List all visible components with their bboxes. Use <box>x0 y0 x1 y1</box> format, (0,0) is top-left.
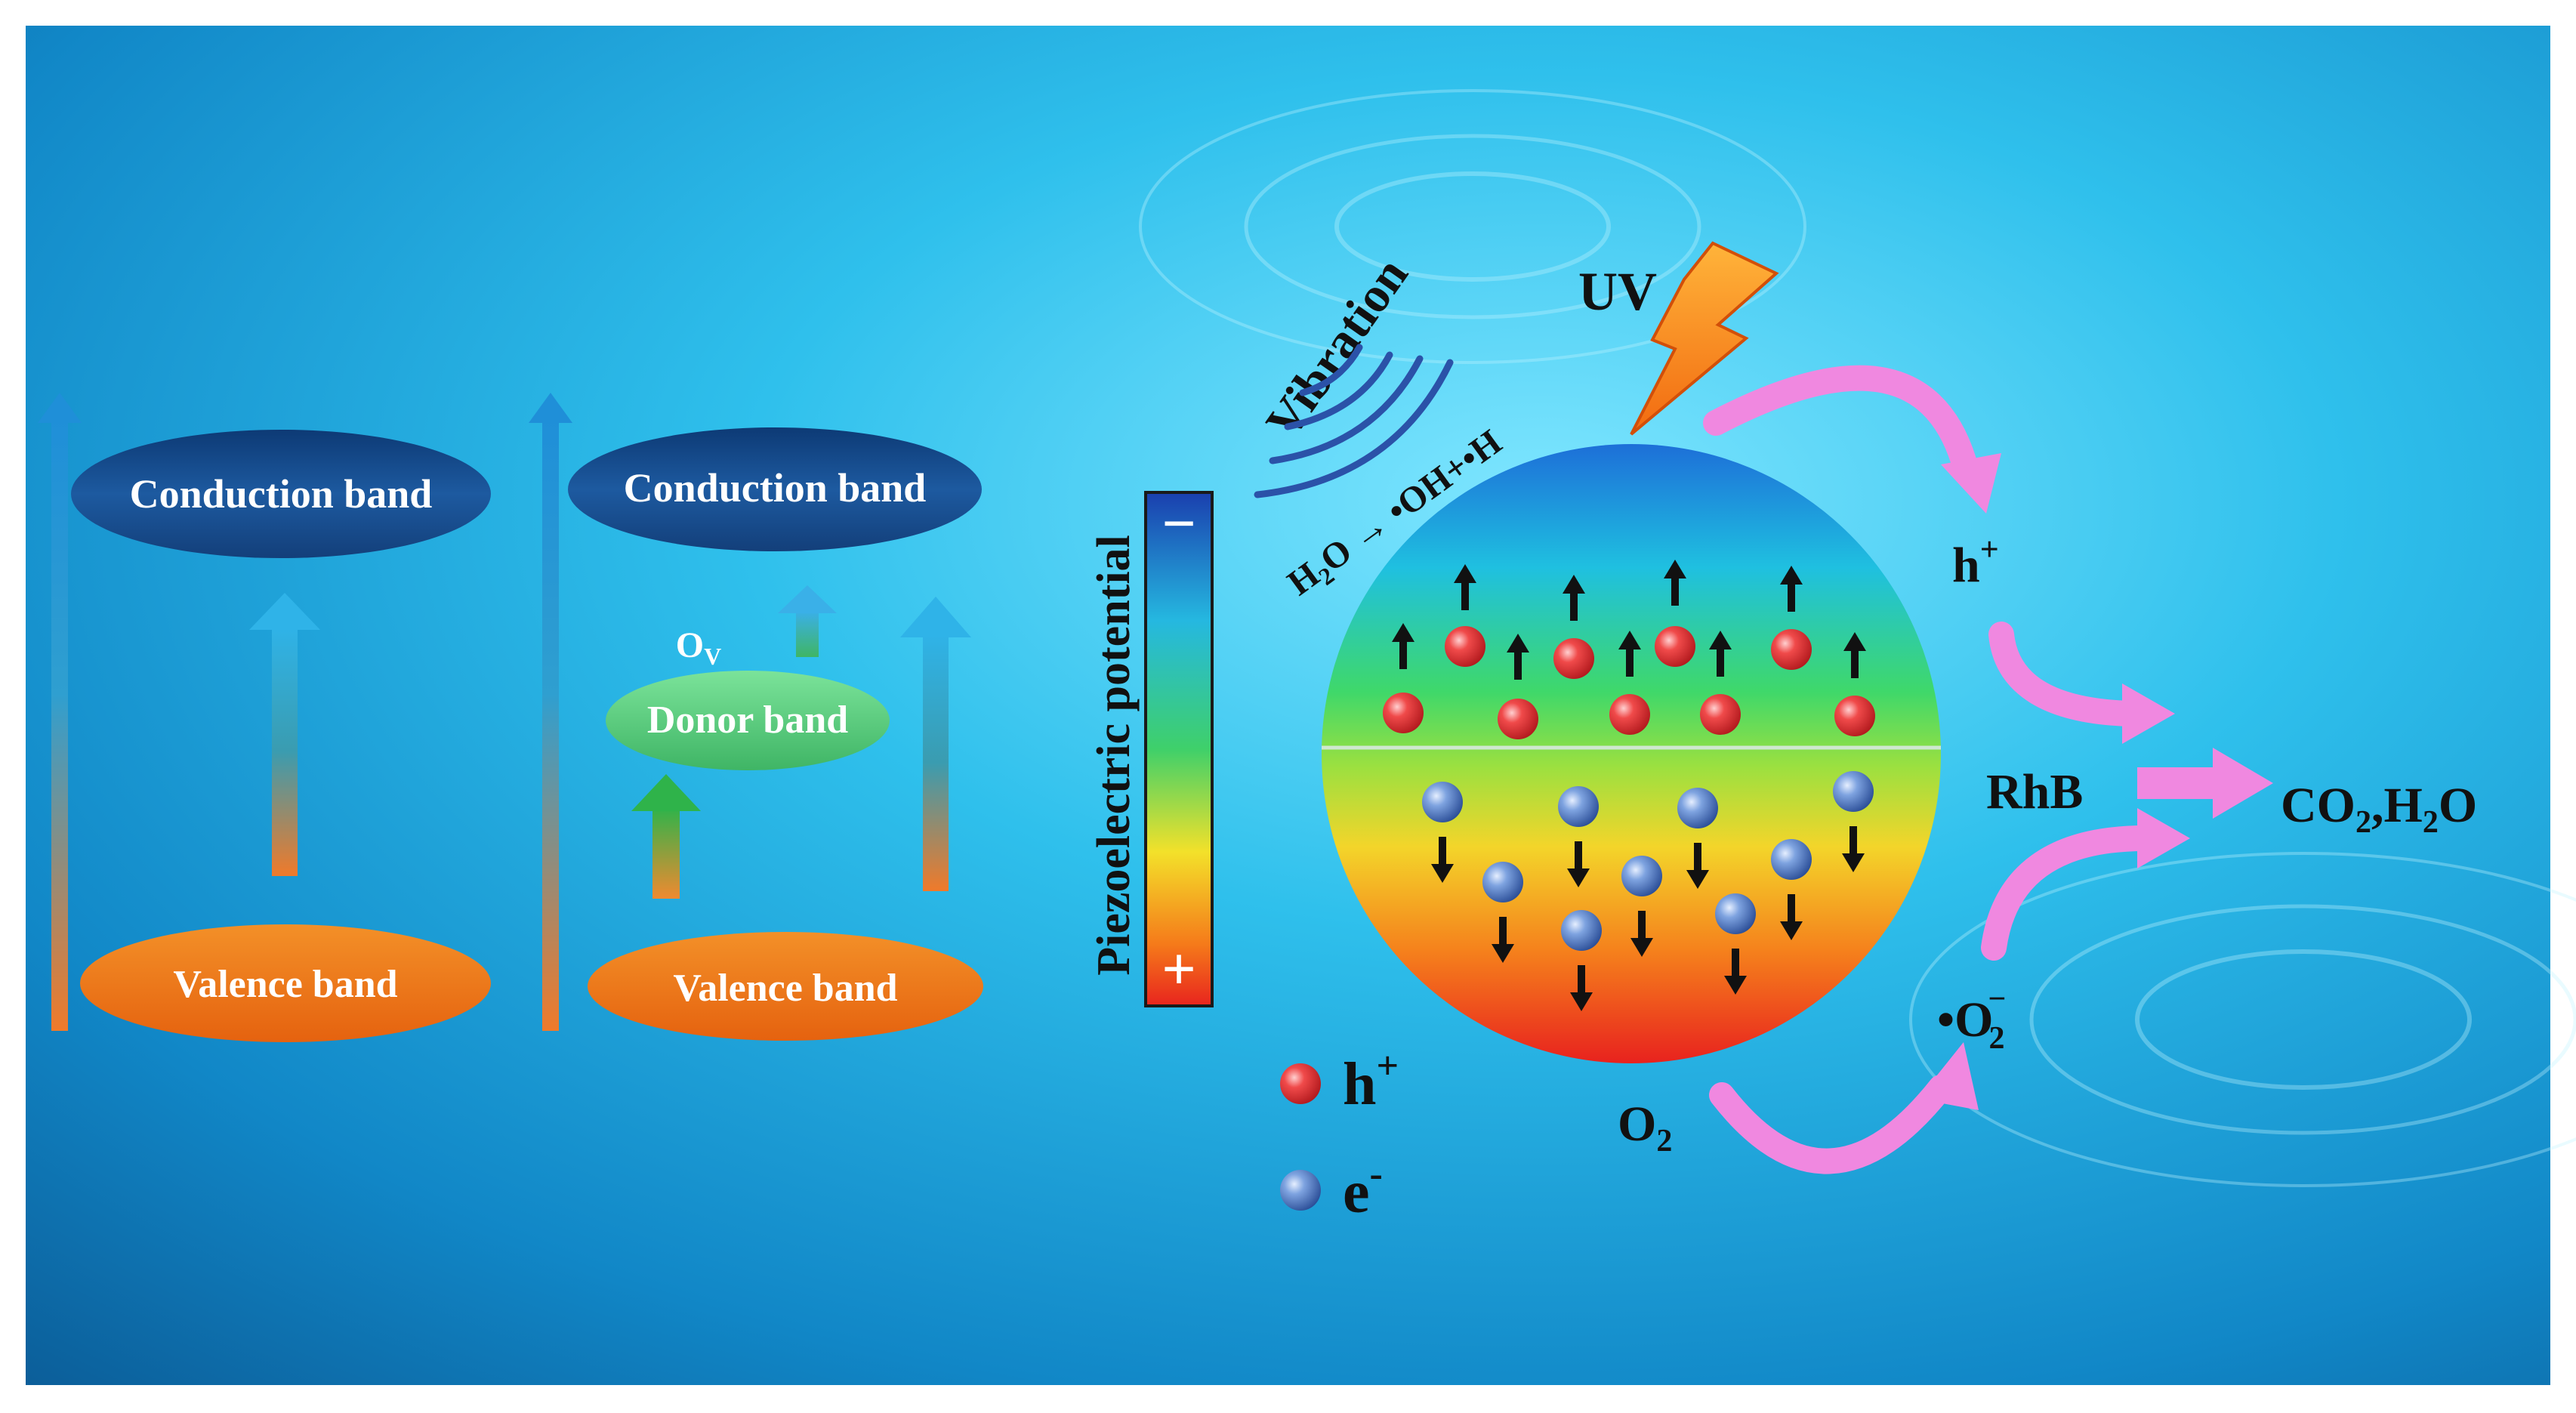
valence-band <box>588 932 983 1041</box>
vb-to-donor-arrow <box>631 774 701 899</box>
hole-particle <box>1771 629 1812 670</box>
conduction-band <box>568 427 982 551</box>
vb-to-cb-arrow <box>900 597 971 891</box>
superoxide-to-rhb-arrow <box>1981 825 2158 961</box>
down-arrow-icon <box>1567 841 1590 887</box>
uv-lightning-icon <box>1630 241 1779 436</box>
up-arrow-icon <box>1664 560 1686 606</box>
hole-particle <box>1609 694 1650 735</box>
electron-particle <box>1558 786 1599 827</box>
down-arrow-icon <box>1842 826 1865 872</box>
donor-band <box>606 671 890 770</box>
conduction-band <box>71 430 491 558</box>
o2-to-superoxide-arrow <box>1709 1075 1954 1174</box>
band-diagram-right: Conduction band OV Donor band Valence ba… <box>529 393 983 1041</box>
plus-sign: + <box>1162 936 1196 1003</box>
uv-to-hole-arrow <box>1703 365 1976 474</box>
uv-group: UV <box>1578 241 1779 436</box>
electrons-group <box>1422 771 1874 951</box>
arrowhead-icon <box>1941 453 2001 514</box>
conduction-band-label: Conduction band <box>130 471 433 517</box>
rhb-label: RhB <box>1986 764 2083 819</box>
down-arrow-icon <box>1431 837 1454 883</box>
up-arrow-icon <box>1392 623 1414 669</box>
piezo-potential-bar: Piezoelectric potential − + <box>1088 491 1214 1007</box>
legend-electron-label: e- <box>1343 1152 1383 1226</box>
donor-band-label: Donor band <box>647 699 848 742</box>
energy-axis-arrow <box>38 393 82 1031</box>
holes-group <box>1383 626 1875 739</box>
conduction-band-label: Conduction band <box>624 465 927 511</box>
electron-particle <box>1833 771 1874 812</box>
down-arrow-icon <box>1630 911 1653 957</box>
electron-drift-arrows <box>1431 826 1865 1011</box>
oxygen-vacancy-label: OV <box>676 625 721 670</box>
uv-label: UV <box>1578 261 1657 322</box>
up-arrow-icon <box>1618 631 1641 677</box>
excitation-arrow <box>249 593 320 876</box>
valence-band <box>80 924 491 1042</box>
electron-particle <box>1621 856 1662 896</box>
hole-particle <box>1655 626 1695 667</box>
hole-to-rhb-arrow <box>1988 622 2143 727</box>
piezo-gradient-bar <box>1144 491 1214 1007</box>
electron-particle <box>1561 910 1602 951</box>
up-arrow-icon <box>1507 634 1529 680</box>
band-diagram-left: Conduction band Valence band <box>38 393 491 1042</box>
process-arrowheads <box>1918 453 2190 1110</box>
up-arrow-icon <box>1709 631 1732 677</box>
down-arrow-icon <box>1724 949 1747 995</box>
down-arrow-icon <box>1686 843 1709 889</box>
arrowhead-icon <box>2137 808 2190 868</box>
legend-hole-swatch <box>1280 1063 1321 1104</box>
piezo-particle-sphere <box>1322 444 1941 1063</box>
electron-particle <box>1677 788 1718 828</box>
minus-sign: − <box>1162 491 1196 557</box>
piezo-axis-label: Piezoelectric potential <box>1088 535 1140 976</box>
vibration-waves-icon <box>1254 344 1454 498</box>
donor-to-cb-arrow <box>778 585 837 657</box>
energy-axis-arrow <box>529 393 572 1031</box>
hole-particle <box>1445 626 1485 667</box>
water-ripples <box>1139 89 2576 1187</box>
electron-particle <box>1715 893 1756 934</box>
up-arrow-icon <box>1780 566 1803 612</box>
hole-particle <box>1700 694 1741 735</box>
sphere-body <box>1322 444 1941 1063</box>
hole-drift-arrows <box>1392 560 1866 680</box>
legend-hole-label: h+ <box>1343 1044 1399 1118</box>
up-arrow-icon <box>1563 575 1585 621</box>
arrowhead-icon <box>1918 1042 1979 1110</box>
up-arrow-icon <box>1454 564 1476 610</box>
down-arrow-icon <box>1570 965 1593 1011</box>
hole-particle <box>1498 699 1538 739</box>
products-label: CO2,H2O <box>2281 778 2477 840</box>
oxygen-label: O2 <box>1618 1097 1672 1158</box>
process-arrows <box>1703 365 2158 1174</box>
down-arrow-icon <box>1492 917 1514 963</box>
hole-particle <box>1383 693 1424 733</box>
superoxide-label: •O2− <box>1937 982 2006 1056</box>
valence-band-label: Valence band <box>173 963 397 1006</box>
hole-particle <box>1834 696 1875 736</box>
electron-particle <box>1771 839 1812 880</box>
up-arrow-icon <box>1843 632 1866 678</box>
down-arrow-icon <box>1780 894 1803 940</box>
electron-particle <box>1482 862 1523 902</box>
legend-electron-swatch <box>1280 1170 1321 1211</box>
hole-particle <box>1553 638 1594 679</box>
arrowhead-icon <box>2122 683 2175 744</box>
hole-label: h+ <box>1952 531 1999 593</box>
valence-band-label: Valence band <box>673 967 897 1010</box>
legend: h+ e- <box>1280 1044 1399 1226</box>
rhb-to-products-arrow <box>2137 748 2273 819</box>
electron-particle <box>1422 782 1463 822</box>
